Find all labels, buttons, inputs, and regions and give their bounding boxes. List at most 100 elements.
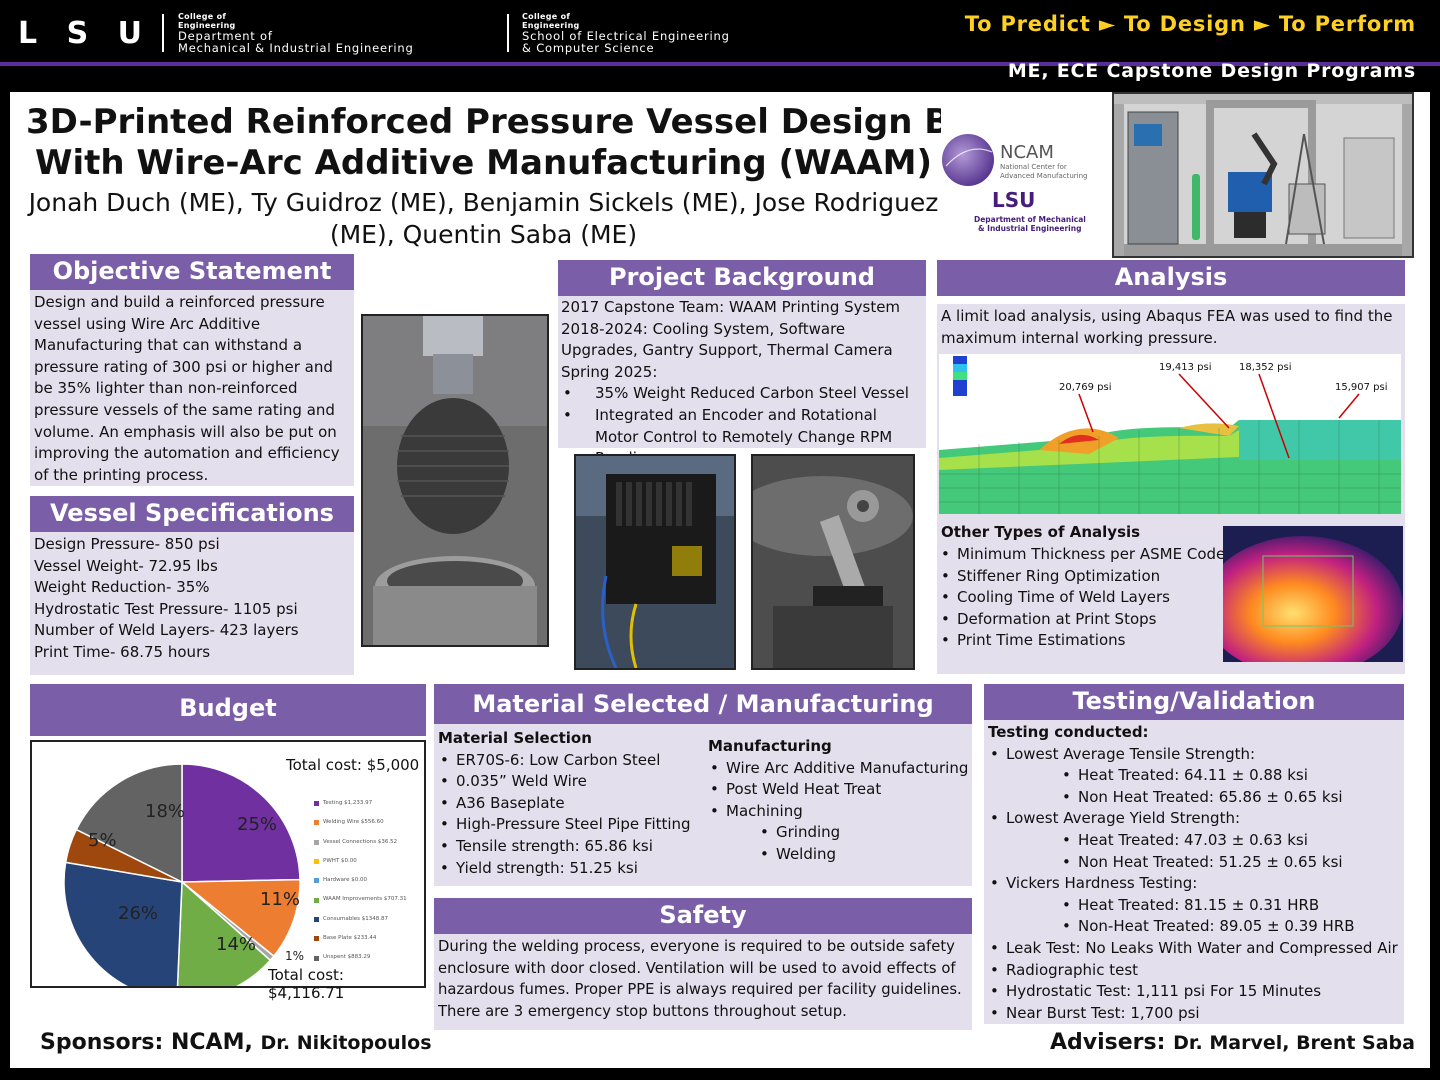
legend-swatch [314, 936, 319, 942]
analysis-intro: A limit load analysis, using Abaqus FEA … [941, 307, 1393, 347]
material-selection-heading: Material Selection [438, 729, 592, 747]
college-me: College of Engineering Department of Mec… [178, 12, 414, 55]
header-bar: LSU College of Engineering Department of… [0, 0, 1440, 92]
safety-heading: Safety [434, 898, 972, 934]
testing-body: Testing conducted: Lowest Average Tensil… [984, 720, 1404, 1024]
motor-controller-photo [574, 454, 736, 670]
pie-slice [181, 763, 301, 883]
testing-heading: Testing/Validation [984, 684, 1404, 720]
other-analysis-item: Stiffener Ring Optimization [939, 566, 1229, 588]
legend-label: Testing $1,233.97 [323, 800, 373, 806]
material-item: A36 Baseplate [438, 793, 708, 815]
test-subitem: Non-Heat Treated: 89.05 ± 0.39 HRB [988, 916, 1400, 938]
material-item: High-Pressure Steel Pipe Fitting [438, 814, 708, 836]
background-body: 2017 Capstone Team: WAAM Printing System… [558, 296, 926, 467]
legend-item: WAAM Improvements $707.31 [314, 890, 407, 909]
svg-text:NCAM: NCAM [1000, 142, 1054, 163]
sponsor-logos: NCAM National Center for Advanced Manufa… [940, 132, 1110, 242]
tagline: To Predict ► To Design ► To Perform [964, 12, 1416, 36]
advisers: Advisers: Dr. Marvel, Brent Saba [1050, 1030, 1415, 1055]
legend-swatch [314, 878, 319, 884]
other-analysis-item: Deformation at Print Stops [939, 609, 1229, 631]
sponsors: Sponsors: NCAM, Dr. Nikitopoulos [40, 1030, 432, 1055]
legend-swatch [314, 801, 319, 807]
printed-vessel-photo [361, 314, 549, 647]
background-heading: Project Background [558, 260, 926, 296]
legend-item: Vessel Connections $36.52 [314, 833, 407, 852]
specs-heading: Vessel Specifications [30, 496, 354, 532]
other-analysis-item: Cooling Time of Weld Layers [939, 587, 1229, 609]
poster-title: 3D-Printed Reinforced Pressure Vessel De… [26, 102, 941, 183]
spec-item: Number of Weld Layers- 423 layers [34, 621, 299, 640]
pie-label: 5% [88, 830, 117, 851]
legend-item: PWHT $0.00 [314, 852, 407, 871]
objective-heading: Objective Statement [30, 254, 354, 290]
fea-label: 20,769 psi [1059, 382, 1112, 393]
other-analysis-heading: Other Types of Analysis [941, 523, 1141, 541]
legend-item: Welding Wire $556.60 [314, 813, 407, 832]
specs-list: Design Pressure- 850 psi Vessel Weight- … [30, 532, 354, 675]
manufacturing-heading: Manufacturing [708, 737, 832, 755]
material-item: Tensile strength: 65.86 ksi [438, 836, 708, 858]
header-divider [162, 14, 164, 52]
header-stripe [0, 62, 1440, 66]
material-item: Yield strength: 51.25 ksi [438, 858, 708, 880]
authors: Jonah Duch (ME), Ty Guidroz (ME), Benjam… [28, 188, 939, 249]
material-item: ER70S-6: Low Carbon Steel [438, 750, 708, 772]
manufacturing-item: Machining [708, 801, 970, 823]
college-ece: College of Engineering School of Electri… [522, 12, 730, 55]
legend-label: WAAM Improvements $707.31 [323, 896, 407, 903]
legend-label: Vessel Connections $36.52 [323, 838, 398, 845]
manufacturing-subitem: Grinding [708, 822, 970, 844]
legend-label: Unspent $883.29 [323, 954, 371, 961]
legend-swatch [314, 820, 319, 826]
pie-slice [63, 861, 183, 1001]
spec-item: Weight Reduction- 35% [34, 578, 210, 597]
spec-item: Print Time- 68.75 hours [34, 642, 211, 661]
svg-text:LSU: LSU [992, 188, 1035, 212]
spec-item: Vessel Weight- 72.95 lbs [34, 556, 218, 575]
legend-label: Consumables $1348.87 [323, 915, 389, 922]
pie-label: 14% [216, 934, 256, 955]
manufacturing-item: Wire Arc Additive Manufacturing [708, 758, 970, 780]
legend-swatch [314, 839, 319, 845]
programs-title: ME, ECE Capstone Design Programs [1007, 60, 1416, 82]
svg-text:Advanced Manufacturing: Advanced Manufacturing [1000, 172, 1088, 180]
poster: 3D-Printed Reinforced Pressure Vessel De… [10, 92, 1430, 1068]
legend-swatch [314, 859, 319, 865]
encoder-photo [751, 454, 915, 670]
svg-text:& Industrial Engineering: & Industrial Engineering [978, 224, 1081, 233]
test-item: Vickers Hardness Testing: [988, 873, 1400, 895]
test-subitem: Non Heat Treated: 51.25 ± 0.65 ksi [988, 852, 1400, 874]
test-item: Lowest Average Yield Strength: [988, 808, 1400, 830]
legend-swatch [314, 955, 319, 961]
fea-result-image: 20,769 psi 19,413 psi 18,352 psi 15,907 … [939, 354, 1401, 514]
waam-enclosure-render [1112, 92, 1414, 258]
safety-text: During the welding process, everyone is … [434, 934, 972, 1030]
budget-total-actual: Total cost: $4,116.71 [268, 966, 345, 1002]
test-item: Leak Test: No Leaks With Water and Compr… [988, 938, 1400, 960]
test-item: Near Burst Test: 1,700 psi [988, 1003, 1400, 1025]
test-subitem: Non Heat Treated: 65.86 ± 0.65 ksi [988, 787, 1400, 809]
material-item: 0.035” Weld Wire [438, 771, 708, 793]
manufacturing-subitem: Welding [708, 844, 970, 866]
test-item: Lowest Average Tensile Strength: [988, 744, 1400, 766]
legend-label: PWHT $0.00 [323, 857, 357, 864]
legend-label: Base Plate $233.44 [323, 935, 377, 942]
fea-label: 18,352 psi [1239, 362, 1292, 373]
legend-label: Welding Wire $556.60 [323, 819, 384, 826]
thermal-camera-image [1223, 526, 1403, 662]
legend-swatch [314, 916, 319, 922]
pie-slice [179, 878, 301, 958]
pie-label: 11% [260, 889, 300, 910]
pie-label: 1% [285, 949, 304, 963]
manufacturing-item: Post Weld Heat Treat [708, 779, 970, 801]
budget-chart: 25%11%1%14%26%5%18% Total cost: $5,000 T… [30, 740, 426, 1002]
ncam-logo: NCAM National Center for Advanced Manufa… [942, 134, 1088, 233]
objective-text: Design and build a reinforced pressure v… [30, 290, 354, 486]
legend-item: Testing $1,233.97 [314, 794, 407, 813]
test-subitem: Heat Treated: 64.11 ± 0.88 ksi [988, 765, 1400, 787]
pie-label: 18% [145, 801, 185, 822]
analysis-heading: Analysis [937, 260, 1405, 296]
